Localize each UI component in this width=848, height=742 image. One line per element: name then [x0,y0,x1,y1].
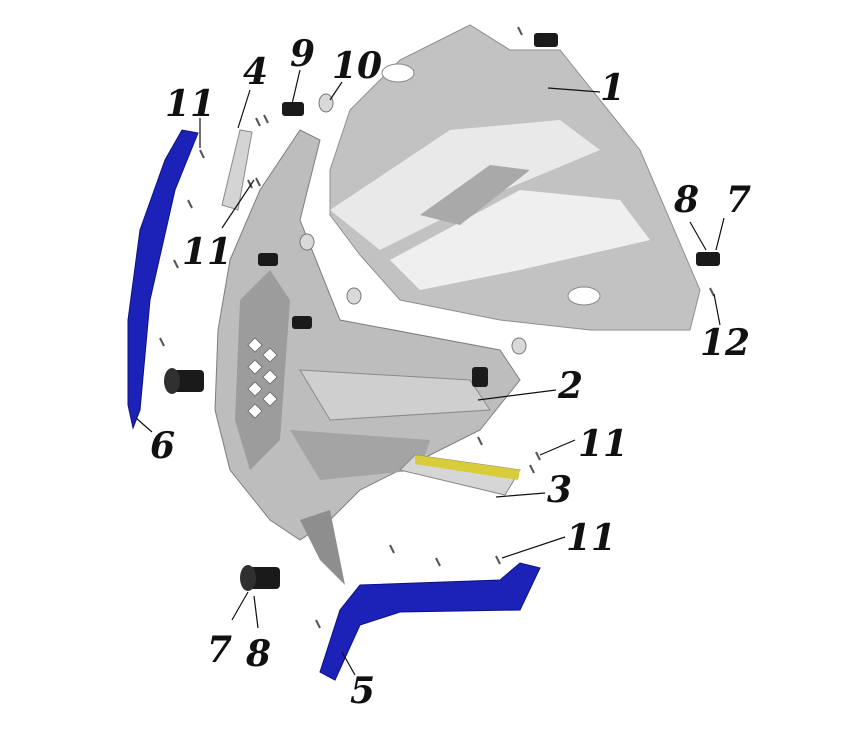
callout-1: 1 [600,67,625,109]
callout-8-right: 8 [673,179,699,221]
callout-5: 5 [350,670,375,712]
callout-10: 10 [332,45,382,87]
bolt-icon [164,368,204,394]
callout-2: 2 [557,365,583,407]
leader-lines [135,69,725,676]
part-5-lower-trim [319,562,541,681]
screw-icon [159,26,715,629]
callout-12: 12 [700,322,750,364]
callout-7-right: 7 [726,179,751,221]
bolt-icon [240,565,280,591]
part-3-reflector [399,454,521,496]
part-6-side-trim [127,129,199,430]
callout-11-right: 11 [578,423,628,465]
callout-11-mid: 11 [182,231,232,273]
callout-6: 6 [150,425,175,467]
callout-3: 3 [547,469,572,511]
callout-4: 4 [243,51,268,93]
bolt-icon [258,253,278,266]
callout-labels: 1 2 3 4 5 6 7 7 8 8 9 10 11 11 11 11 12 [150,33,751,712]
bolt-icon [292,316,312,329]
fasteners [159,26,720,629]
callout-11-top: 11 [165,83,215,125]
part-1-hood-panel [329,24,701,331]
callout-7-left: 7 [207,629,232,671]
part-2-front-grille [214,129,521,585]
bolt-icon [696,252,720,266]
bolt-icon [282,102,304,116]
part-4-side-reflector [221,129,253,211]
callout-9: 9 [290,33,315,75]
nut-icon [299,93,527,355]
bolt-icon [472,367,488,387]
callout-11-bottom: 11 [566,517,616,559]
bolt-icon [534,33,558,47]
callout-8-left: 8 [245,633,271,675]
